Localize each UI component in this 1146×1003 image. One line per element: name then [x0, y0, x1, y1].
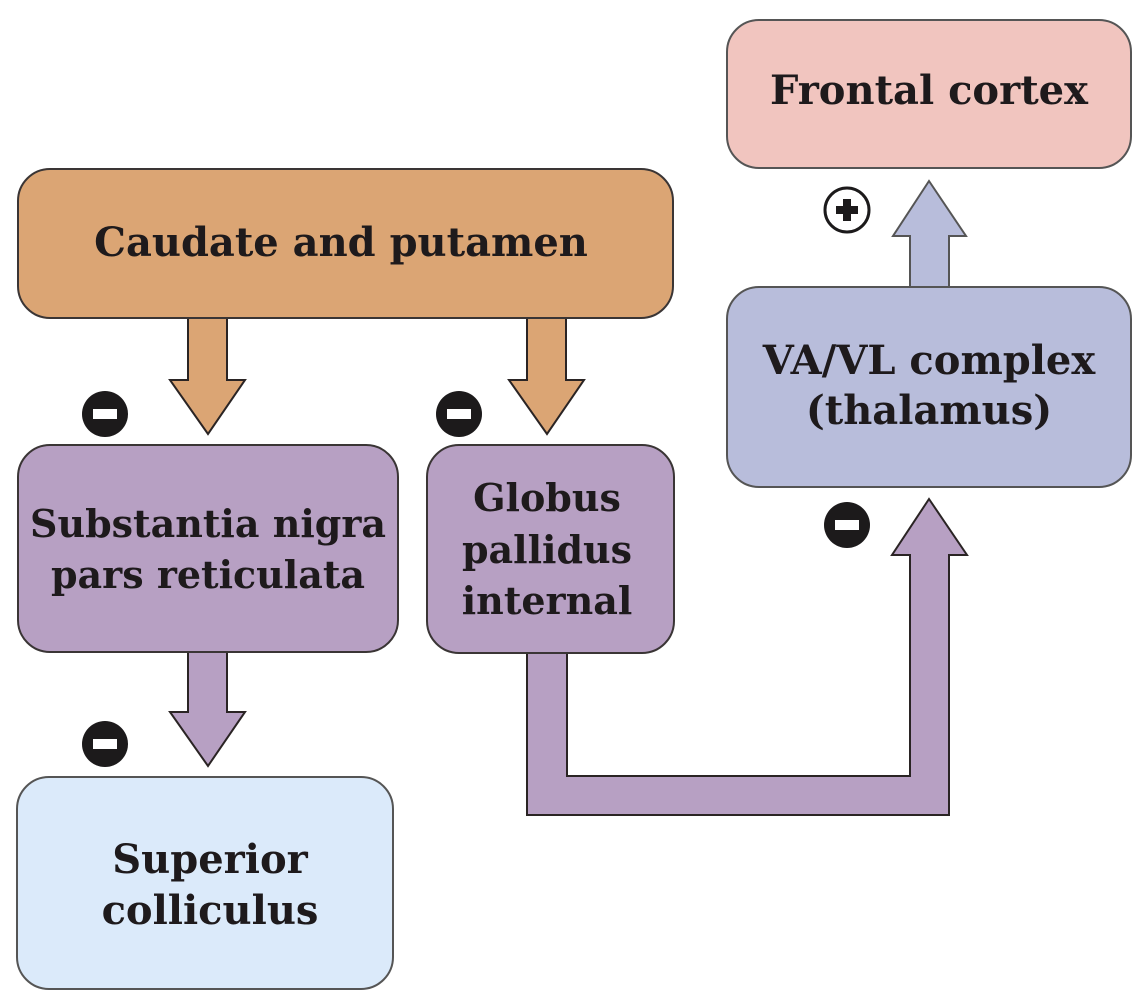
frontal-cortex-label: Frontal cortex — [770, 67, 1089, 114]
superior-colliculus-box — [16, 776, 394, 990]
minus-icon — [824, 502, 870, 548]
plus-icon — [823, 186, 871, 234]
va-vl-label-line-2: (thalamus) — [806, 387, 1052, 434]
node-frontal-cortex: Frontal cortex — [726, 19, 1132, 169]
node-globus-pallidus: Globus pallidus internal — [426, 444, 675, 654]
caudate-putamen-box — [17, 168, 674, 319]
substantia-nigra-box — [17, 444, 399, 653]
caudate-putamen-label: Caudate and putamen — [94, 219, 588, 266]
frontal-cortex-box — [726, 19, 1132, 169]
minus-icon — [436, 391, 482, 437]
substantia-nigra-label-line-1: Substantia nigra — [30, 501, 386, 546]
node-substantia-nigra: Substantia nigra pars reticulata — [17, 444, 399, 653]
globus-pallidus-label-line-1: Globus — [473, 475, 621, 520]
node-superior-colliculus: Superior colliculus — [16, 776, 394, 990]
globus-pallidus-box — [426, 444, 675, 654]
node-caudate-putamen: Caudate and putamen — [17, 168, 674, 319]
superior-colliculus-label-line-2: colliculus — [102, 887, 319, 934]
minus-icon — [82, 721, 128, 767]
arrow-globus-pallidus-to-va-vl — [526, 497, 969, 816]
minus-icon — [82, 391, 128, 437]
arrow-substantia-nigra-to-superior-colliculus — [168, 651, 247, 768]
node-va-vl-complex: VA/VL complex (thalamus) — [726, 286, 1132, 488]
superior-colliculus-label-line-1: Superior — [112, 836, 308, 883]
arrow-va-vl-to-frontal-cortex — [891, 179, 968, 289]
va-vl-label-line-1: VA/VL complex — [762, 337, 1097, 384]
globus-pallidus-label-line-2: pallidus — [462, 527, 632, 572]
arrow-caudate-to-substantia-nigra — [168, 317, 247, 436]
substantia-nigra-label-line-2: pars reticulata — [51, 552, 365, 597]
arrow-caudate-to-globus-pallidus — [507, 317, 586, 436]
globus-pallidus-label-line-3: internal — [462, 578, 633, 623]
va-vl-box — [726, 286, 1132, 488]
